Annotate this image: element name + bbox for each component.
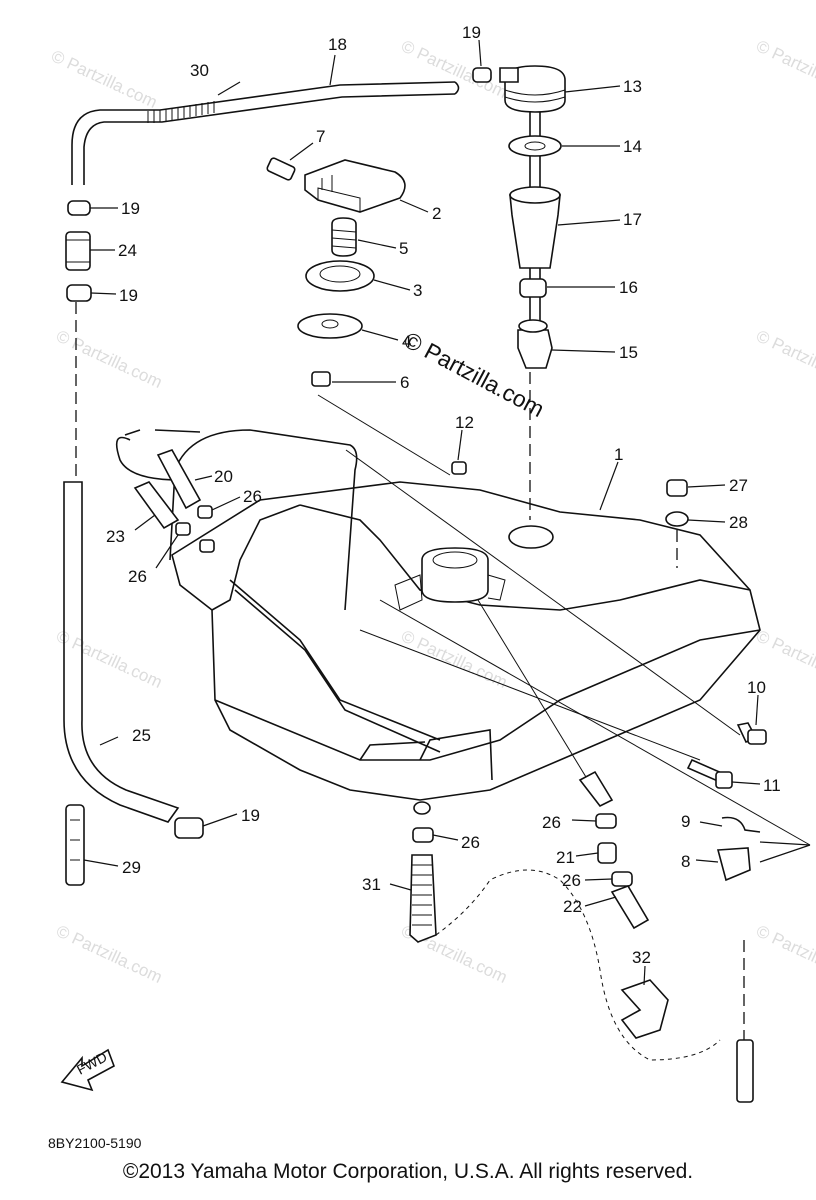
callout-26: 26: [461, 833, 480, 852]
callout-15: 15: [619, 343, 638, 362]
callout-26: 26: [562, 871, 581, 890]
callout-26: 26: [243, 487, 262, 506]
small-clip-12: [451, 461, 467, 475]
watermark: © Partzilla.com: [753, 326, 816, 392]
strainer-17: [509, 194, 561, 269]
callout-25: 25: [132, 726, 151, 745]
lower-parts: [409, 770, 761, 1103]
hose-31: [409, 854, 437, 943]
washer-28: [665, 511, 689, 527]
callout-26: 26: [128, 567, 147, 586]
callout-22: 22: [563, 897, 582, 916]
vent-hose-assembly: [71, 81, 460, 185]
clamp-32: [620, 979, 669, 1039]
callout-1: 1: [614, 445, 623, 464]
callout-24: 24: [118, 241, 137, 260]
callout-27: 27: [729, 476, 748, 495]
callout-6: 6: [400, 373, 409, 392]
callout-2: 2: [432, 204, 441, 223]
watermark: © Partzilla.com: [398, 36, 510, 102]
hose-22: [610, 885, 650, 930]
joint-21: [597, 842, 617, 864]
callout-31: 31: [362, 875, 381, 894]
pin: [266, 157, 296, 181]
callout-3: 3: [413, 281, 422, 300]
spring: [331, 217, 357, 257]
cable-tie: [65, 804, 85, 886]
callout-29: 29: [122, 858, 141, 877]
filter-15: [517, 329, 553, 369]
callout-4: 4: [402, 332, 411, 351]
callout-11: 11: [763, 776, 781, 795]
hose-clip: [67, 200, 91, 216]
watermark: © Partzilla.com: [53, 921, 165, 987]
callout-16: 16: [619, 278, 638, 297]
forward-arrow: FWD: [60, 1049, 115, 1092]
callout-19: 19: [119, 286, 138, 305]
bracket-8: [716, 847, 751, 882]
left-hose-parts: [63, 200, 204, 886]
fuel-pickup-parts: [472, 65, 566, 520]
hose-20: [156, 449, 202, 510]
cap: [304, 159, 406, 213]
callout-19: 19: [462, 23, 481, 42]
callout-21: 21: [556, 848, 575, 867]
callout-28: 28: [729, 513, 748, 532]
fuel-tank: [115, 429, 761, 801]
callout-30: 30: [190, 61, 209, 80]
hose-clip: [66, 284, 92, 302]
callout-20: 20: [214, 467, 233, 486]
tank-opening: [508, 525, 554, 549]
hose-clip: [174, 817, 204, 839]
watermark: © Partzilla.com: [398, 626, 510, 692]
filler-neck: [421, 547, 489, 603]
bolts: [686, 722, 767, 789]
part-code: 8BY2100-5190: [48, 1135, 142, 1151]
watermark: © Partzilla.com: [753, 921, 816, 987]
callout-7: 7: [316, 127, 325, 146]
callout-12: 12: [455, 413, 474, 432]
guide-lines: [317, 394, 811, 846]
callout-19: 19: [241, 806, 260, 825]
watermark: © Partzilla.com: [48, 46, 160, 112]
callout-10: 10: [747, 678, 766, 697]
callout-5: 5: [399, 239, 408, 258]
washer-14: [508, 135, 562, 157]
callout-8: 8: [681, 852, 690, 871]
hose-end: [736, 1039, 754, 1103]
hose-joint: [65, 231, 91, 271]
filler-cap-parts: [266, 157, 406, 387]
callout-18: 18: [328, 35, 347, 54]
spring-clip-9: [721, 816, 761, 833]
small-hoses: [133, 449, 215, 553]
watermark: © Partzilla.com: [753, 36, 816, 102]
hose-23: [133, 481, 180, 530]
callout-19: 19: [121, 199, 140, 218]
callout-14: 14: [623, 137, 642, 156]
gasket: [305, 260, 375, 292]
clip-16: [519, 278, 547, 298]
callout-32: 32: [632, 948, 651, 967]
copyright-notice: ©2013 Yamaha Motor Corporation, U.S.A. A…: [122, 1160, 694, 1183]
callout-26: 26: [542, 813, 561, 832]
plate: [297, 313, 363, 339]
small-clip: [311, 371, 331, 387]
callout-23: 23: [106, 527, 125, 546]
hose-25: [63, 481, 180, 823]
grommet-27: [666, 479, 688, 497]
callouts: 30 18 19 13 14 17 16 15 7 2 5 3 4 6 19 2…: [83, 23, 811, 986]
callout-17: 17: [623, 210, 642, 229]
callout-13: 13: [623, 77, 642, 96]
watermark: © Partzilla.com: [53, 626, 165, 692]
watermark: © Partzilla.com: [53, 326, 165, 392]
callout-9: 9: [681, 812, 690, 831]
clip-19: [472, 67, 492, 83]
